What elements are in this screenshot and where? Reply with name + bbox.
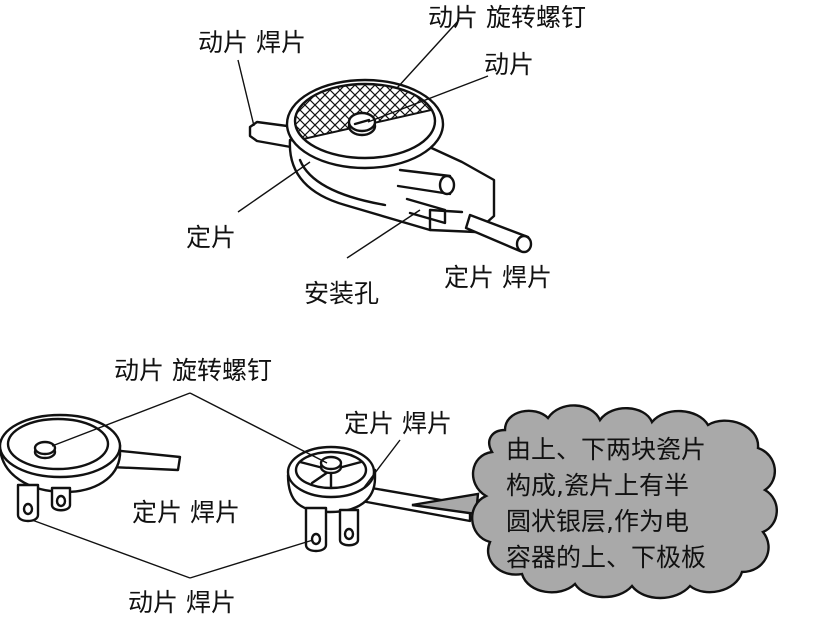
- label-bottom-moving-weld-tab: 动片 焊片: [128, 588, 236, 617]
- label-top-rotor: 动片: [484, 50, 535, 79]
- bottom-leader-lines: [31, 392, 401, 579]
- label-top-mounting-hole: 安装孔: [304, 279, 380, 308]
- label-bottom-rotor-screw: 动片 旋转螺钉: [114, 356, 272, 385]
- bottom-left-capacitor-drawing: [0, 413, 182, 523]
- label-top-moving-weld-tab: 动片 焊片: [198, 28, 306, 57]
- cloud-line: 构成,瓷片上有半: [506, 471, 689, 500]
- label-bottom-stator-weld-tab-right: 定片 焊片: [344, 409, 452, 438]
- top-mounting-hole-shape: [405, 197, 447, 225]
- label-top-rotor-screw: 动片 旋转螺钉: [428, 3, 586, 32]
- cloud-line: 圆状银层,作为电: [506, 507, 689, 536]
- top-capacitor-drawing: [237, 19, 533, 259]
- bottom-right-capacitor-drawing: [286, 445, 472, 553]
- label-top-stator: 定片: [186, 223, 237, 252]
- label-bottom-stator-weld-tab-left: 定片 焊片: [132, 498, 240, 527]
- cloud-line: 由上、下两块瓷片: [506, 435, 707, 464]
- callout-cloud: [411, 404, 778, 600]
- label-top-stator-weld-tab: 定片 焊片: [444, 263, 552, 292]
- cloud-shape: [470, 404, 778, 600]
- cloud-description: 由上、下两块瓷片 构成,瓷片上有半 圆状银层,作为电 容器的上、下极板: [506, 432, 756, 576]
- cloud-line: 容器的上、下极板: [506, 543, 707, 572]
